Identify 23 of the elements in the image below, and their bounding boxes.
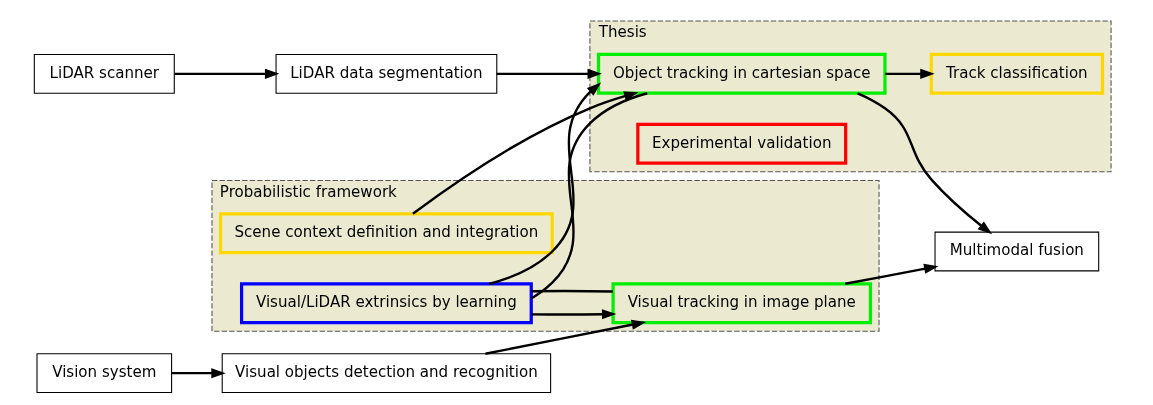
arrow bbox=[496, 68, 602, 79]
arrow bbox=[171, 368, 226, 379]
arrow bbox=[531, 309, 616, 320]
node-box: LiDAR data segmentation bbox=[275, 53, 497, 94]
node-box: Visual tracking in image plane bbox=[610, 282, 872, 325]
arrow bbox=[411, 91, 639, 215]
node-box: Track classification bbox=[929, 52, 1104, 95]
arrow bbox=[484, 319, 646, 355]
arrow bbox=[174, 68, 279, 79]
node-box: Experimental validation bbox=[635, 122, 847, 165]
node-box: Vision system bbox=[35, 353, 172, 394]
node-box: Visual/LiDAR extrinsics by learning bbox=[239, 282, 533, 325]
connector bbox=[531, 289, 613, 293]
node-box: Scene context definition and integration bbox=[218, 212, 554, 255]
connector bbox=[530, 92, 648, 300]
arrow bbox=[884, 68, 935, 79]
node-box: Multimodal fusion bbox=[934, 231, 1099, 272]
node-box: LiDAR scanner bbox=[33, 53, 175, 94]
arrow bbox=[856, 92, 992, 235]
arrow bbox=[488, 82, 601, 285]
node-box: Visual objects detection and recognition bbox=[221, 353, 551, 394]
node-box: Object tracking in cartesian space bbox=[596, 52, 887, 95]
arrow bbox=[844, 263, 938, 285]
